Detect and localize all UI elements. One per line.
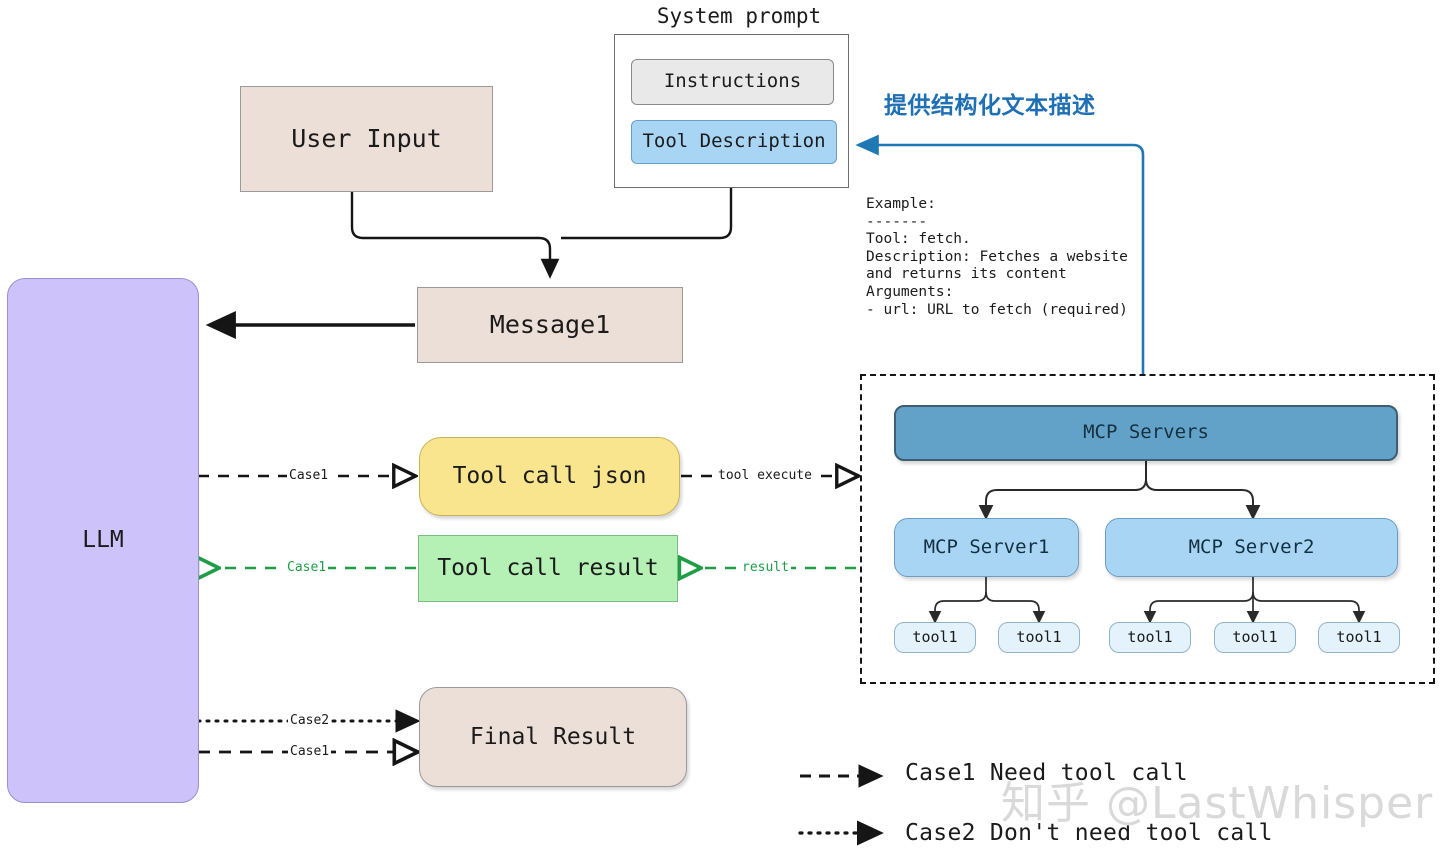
user-input-label: User Input (291, 123, 442, 153)
legend-case1-label: Case1 Need tool call (905, 760, 1188, 786)
message1-box[interactable]: Message1 (417, 287, 683, 363)
final-result-box[interactable]: Final Result (419, 687, 687, 787)
tool-description-label: Tool Description (642, 130, 826, 153)
legend-case2-label: Case2 Don't need tool call (905, 820, 1273, 846)
server1-tool-1-label: tool1 (1016, 627, 1062, 646)
llm-label: LLM (82, 527, 124, 554)
edge-label-case2-final: Case2 (288, 713, 332, 728)
message1-label: Message1 (489, 309, 611, 339)
server2-tool-0[interactable]: tool1 (1109, 622, 1191, 653)
mcp-servers-header-label: MCP Servers (1083, 421, 1209, 444)
server2-tool-1-label: tool1 (1232, 627, 1278, 646)
edge-label-case1-result: Case1 (285, 560, 329, 575)
mcp-server2-label: MCP Server2 (1188, 535, 1315, 558)
server2-tool-0-label: tool1 (1127, 627, 1173, 646)
mcp-server1-box[interactable]: MCP Server1 (894, 518, 1079, 577)
server2-tool-1[interactable]: tool1 (1214, 622, 1296, 653)
tool-call-result-box[interactable]: Tool call result (418, 535, 678, 602)
instructions-label: Instructions (663, 70, 802, 93)
edge-label-case1-toolcall: Case1 (287, 468, 331, 483)
chinese-annotation: 提供结构化文本描述 (884, 93, 1096, 119)
mcp-server1-label: MCP Server1 (923, 535, 1050, 558)
edge-inputs-to-message1 (350, 187, 733, 279)
mcp-servers-container (860, 374, 1435, 684)
server2-tool-2-label: tool1 (1336, 627, 1382, 646)
mcp-servers-header[interactable]: MCP Servers (894, 405, 1398, 461)
instructions-box[interactable]: Instructions (631, 59, 834, 105)
tool-call-json-label: Tool call json (452, 463, 647, 490)
system-prompt-box (614, 34, 849, 188)
server1-tool-0[interactable]: tool1 (894, 622, 976, 653)
example-text-block: Example: ------- Tool: fetch. Descriptio… (866, 196, 1128, 318)
watermark: 知乎 @LastWhisper (1001, 778, 1434, 829)
final-result-label: Final Result (469, 723, 637, 750)
server2-tool-2[interactable]: tool1 (1318, 622, 1400, 653)
server1-tool-0-label: tool1 (912, 627, 958, 646)
system-prompt-title: System prompt (656, 4, 822, 28)
edge-label-tool-execute: tool execute (716, 468, 814, 483)
tool-description-box[interactable]: Tool Description (631, 120, 837, 164)
server1-tool-1[interactable]: tool1 (998, 622, 1080, 653)
edge-label-case1-final: Case1 (288, 744, 332, 759)
user-input-box[interactable]: User Input (240, 86, 493, 192)
mcp-server2-box[interactable]: MCP Server2 (1105, 518, 1398, 577)
tool-call-json-box[interactable]: Tool call json (419, 437, 680, 516)
edge-label-result: result (740, 560, 791, 575)
tool-call-result-label: Tool call result (437, 555, 659, 582)
llm-box[interactable]: LLM (7, 278, 199, 803)
